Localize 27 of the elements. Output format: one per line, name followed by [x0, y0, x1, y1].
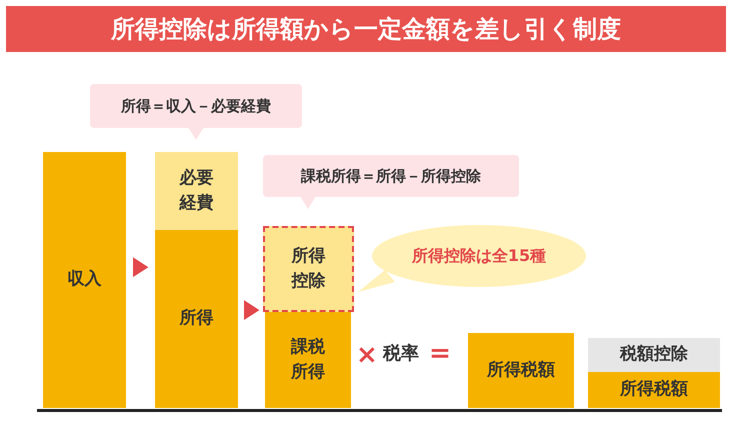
arrow — [133, 257, 148, 278]
dashed-block — [263, 226, 354, 312]
bar-block — [43, 152, 126, 408]
title: 所得控除は所得額から一定金額を差し引く制度 — [111, 14, 621, 45]
multiply-sign: × — [356, 342, 378, 368]
label-text: 税率 — [383, 345, 419, 363]
equals-sign: ＝ — [425, 338, 455, 368]
callout-box — [263, 155, 519, 197]
node-label: 課税所得＝所得－所得控除 — [301, 166, 481, 187]
bar-block — [155, 230, 238, 408]
callout-box — [90, 84, 302, 128]
bar-block — [155, 152, 238, 230]
bar-block — [265, 312, 351, 408]
node-label: 課税所得 — [290, 336, 326, 384]
node-label: 所得 — [180, 307, 214, 330]
node-label: 必要経費 — [178, 166, 214, 215]
bar-block — [588, 372, 720, 408]
node-label: 所得税額 — [620, 378, 688, 402]
node-label: 収入 — [68, 268, 102, 292]
node-label: 所得控除 — [290, 244, 326, 293]
arrow — [244, 300, 260, 320]
node-label: 税額控除 — [620, 343, 688, 366]
bar-block — [468, 333, 574, 408]
node-label: 所得＝収入－必要経費 — [121, 96, 271, 117]
node-label: 所得税額 — [487, 358, 555, 382]
bar-block — [588, 338, 720, 372]
node-label: 所得控除は全15種 — [412, 245, 546, 267]
